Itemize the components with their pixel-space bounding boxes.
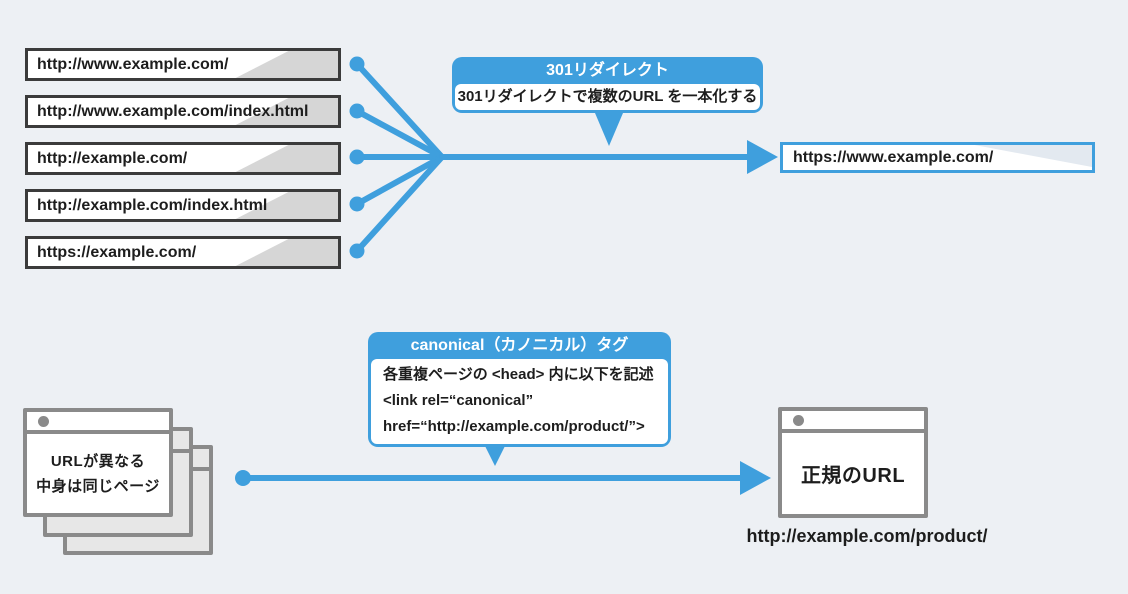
connector-line [354, 154, 445, 207]
duplicate-page-window-front: URLが異なる 中身は同じページ [23, 408, 173, 517]
window-titlebar [27, 412, 169, 434]
arrowhead-icon [740, 461, 771, 495]
window-body: URLが異なる 中身は同じページ [27, 434, 169, 513]
window-body: 正規のURL [782, 433, 924, 514]
duplicate-pages-label-line2: 中身は同じページ [36, 477, 160, 495]
target-url-box: https://www.example.com/ [780, 142, 1095, 173]
connector-dot [349, 103, 365, 119]
window-dot-icon [38, 415, 49, 427]
connector-dot [349, 149, 365, 165]
arrowhead-icon [747, 140, 778, 174]
callout-title: 301リダイレクト [546, 62, 669, 79]
connector-dot [349, 243, 365, 259]
window-dot-icon [793, 414, 804, 426]
connector-line [354, 154, 445, 254]
source-url-text: http://www.example.com/ [37, 56, 229, 73]
source-url-text: http://example.com/ [37, 150, 188, 167]
connector-line [354, 108, 445, 160]
callout-canonical-tag: canonical（カノニカル）タグ 各重複ページの <head> 内に以下を記… [368, 332, 671, 447]
connector-dots-and-arrowheads [235, 56, 778, 495]
source-url-text: http://example.com/index.html [37, 197, 268, 214]
callout-301-redirect: 301リダイレクト 301リダイレクトで複数のURL を一本化する [452, 57, 763, 113]
canonical-window-label: 正規のURL [800, 465, 906, 487]
source-url-box-1: http://www.example.com/ [25, 48, 341, 81]
callout-body-line: 各重複ページの <head> 内に以下を記述 [383, 366, 654, 383]
fan-in-lines [240, 61, 750, 481]
source-url-text: https://example.com/ [37, 244, 197, 261]
canonical-url-window: 正規のURL [778, 407, 928, 518]
source-url-box-4: http://example.com/index.html [25, 189, 341, 222]
source-url-text: http://www.example.com/index.html [37, 103, 309, 120]
callout-pointer-icon [595, 113, 623, 146]
source-url-box-3: http://example.com/ [25, 142, 341, 175]
duplicate-pages-label-line1: URLが異なる [50, 452, 146, 470]
connector-dot [349, 56, 365, 72]
canonical-url-caption: http://example.com/product/ [746, 526, 988, 546]
window-titlebar [782, 411, 924, 433]
source-url-box-5: https://example.com/ [25, 236, 341, 269]
callout-title: canonical（カノニカル）タグ [410, 337, 629, 354]
target-url-text: https://www.example.com/ [793, 149, 994, 166]
callout-body: 301リダイレクトで複数のURL を一本化する [455, 84, 760, 110]
source-url-box-2: http://www.example.com/index.html [25, 95, 341, 128]
connector-line [354, 61, 445, 160]
callout-body-line: href=“http://example.com/product/”> [383, 418, 645, 435]
connector-dot [235, 470, 251, 486]
connector-dot [349, 196, 365, 212]
callout-body: 各重複ページの <head> 内に以下を記述 <link rel=“canoni… [371, 359, 668, 444]
callout-body-line: <link rel=“canonical” [383, 392, 534, 409]
